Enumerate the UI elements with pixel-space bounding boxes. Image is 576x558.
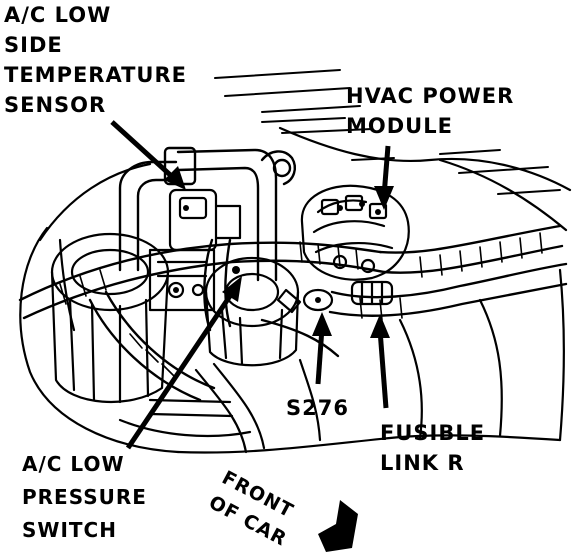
hvac-power-module-label: HVAC POWER MODULE [346, 81, 514, 141]
fusible-leader-line [377, 329, 389, 409]
harness-wrap-stripes [59, 232, 543, 377]
canister-housing [50, 232, 170, 404]
lower-hoses [148, 358, 322, 454]
label-line: FUSIBLE [380, 421, 486, 445]
label-line: TEMPERATURE [4, 63, 187, 87]
ac-low-side-temperature-sensor-label: A/C LOW SIDE TEMPERATURE SENSOR [4, 0, 187, 120]
pressure-switch-leader-line [125, 288, 237, 450]
splice-and-fusible-link [276, 280, 394, 314]
fastener-dots [173, 201, 381, 303]
s276-leader-line [315, 327, 325, 385]
body-contours [19, 126, 572, 454]
label-line: MODULE [346, 114, 453, 138]
label-line: LINK R [380, 451, 465, 475]
splice-s276-label: S276 [286, 393, 349, 423]
valve-body [148, 188, 242, 312]
s276-arrowhead [312, 312, 332, 336]
label-line: SIDE [4, 33, 63, 57]
sensor-leader-line [110, 120, 180, 184]
hvac-module-connector [300, 184, 410, 281]
arrowheads [164, 166, 394, 552]
label-line: HVAC POWER [346, 84, 515, 108]
fusible-arrowhead [370, 314, 390, 338]
label-line: S276 [286, 396, 349, 420]
sensor-arrowhead [164, 166, 186, 190]
background-hatch-lines [214, 69, 561, 195]
hvac-arrowhead [374, 186, 394, 210]
fusible-link-r-label: FUSIBLE LINK R [380, 418, 485, 478]
ac-pipes [118, 146, 296, 282]
ac-low-pressure-switch-label: A/C LOW PRESSURE SWITCH [22, 448, 147, 547]
label-line: SWITCH [22, 518, 117, 542]
front-of-car-arrow [318, 500, 358, 552]
pressure-switch-arrowhead [222, 276, 242, 302]
label-line: A/C LOW [22, 452, 125, 476]
label-line: PRESSURE [22, 485, 147, 509]
wiring-harness [18, 224, 568, 402]
label-line: A/C LOW [4, 3, 112, 27]
label-line: SENSOR [4, 93, 107, 117]
